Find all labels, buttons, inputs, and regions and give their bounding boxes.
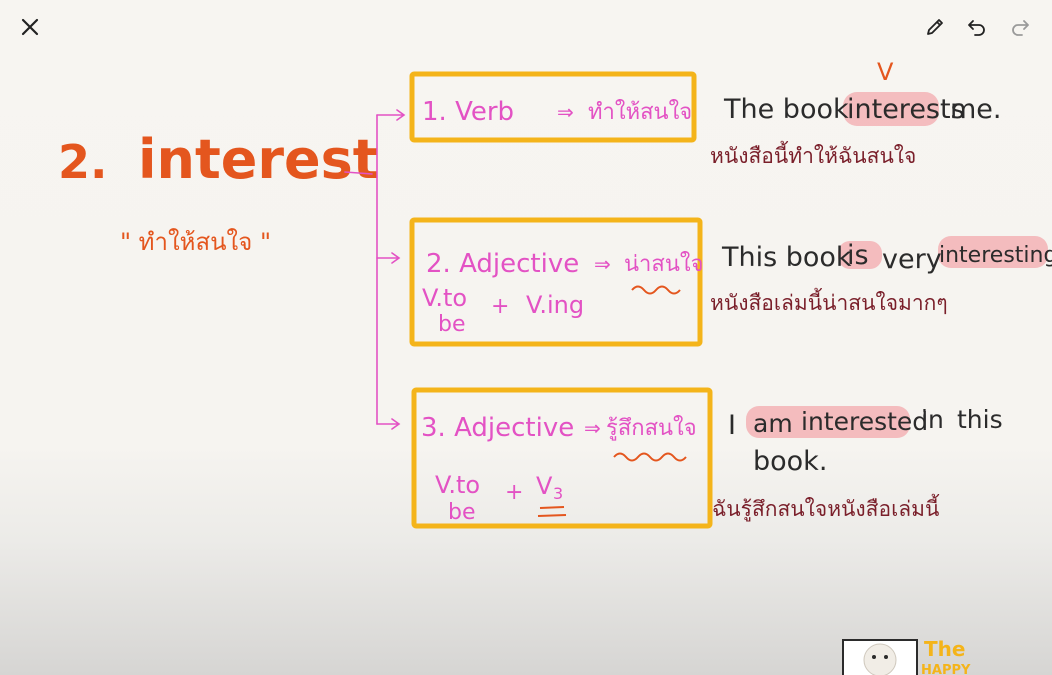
heading-number: 2.: [58, 135, 107, 189]
highlight-interesting: [938, 236, 1048, 268]
example3-part5: this: [957, 405, 1003, 434]
box3-formula-b-sub: 3: [553, 484, 563, 503]
highlight-am-interested: [746, 406, 910, 438]
heading-word: interest: [138, 128, 379, 191]
example3-part1: I: [728, 410, 736, 441]
example1-thai: หนังสือนี้ทำให้ฉันสนใจ: [710, 141, 916, 168]
example2-thai: หนังสือเล่มนี้น่าสนใจมากๆ: [710, 288, 948, 315]
box3-underline: [613, 452, 687, 462]
definition-box-2: [409, 217, 703, 347]
box2-label: 2. Adjective: [426, 249, 579, 279]
example3-thai: ฉันรู้สึกสนใจหนังสือเล่มนี้: [712, 494, 940, 522]
example3-part4: in: [921, 405, 944, 434]
example3-line2: book.: [753, 446, 827, 477]
box2-underline: [631, 285, 681, 295]
box2-thai: น่าสนใจ: [624, 251, 704, 277]
definition-box-1: [409, 71, 697, 143]
example1-part1: The book: [723, 94, 849, 125]
logo-line1: The: [924, 637, 965, 661]
example1-part2: interests: [847, 94, 965, 125]
highlight-interests: [843, 92, 939, 126]
bracket-connector: [344, 109, 406, 430]
box3-label: 3. Adjective: [421, 413, 574, 443]
example2-part4: interesting.: [939, 243, 1052, 268]
undo-icon: [968, 20, 985, 36]
example2-part1: This book: [721, 242, 852, 273]
box3-formula-a2: be: [448, 500, 476, 525]
undo-button[interactable]: [960, 10, 994, 44]
box3-arrow: ⇒: [584, 416, 601, 440]
pen-icon: [927, 19, 943, 35]
box2-formula-a2: be: [438, 312, 466, 337]
box3-double-underline: [537, 506, 567, 517]
logo-line2: HAPPY: [921, 663, 971, 675]
channel-logo: The HAPPY: [842, 637, 971, 675]
example3-part3: interested: [801, 407, 928, 436]
box3-plus: +: [505, 480, 523, 505]
box2-plus: +: [491, 294, 509, 319]
box2-formula-b: V.ing: [526, 291, 584, 319]
redo-button[interactable]: [1003, 10, 1037, 44]
pen-button[interactable]: [918, 10, 952, 44]
example2-part3: very: [882, 244, 942, 275]
box1-arrow: ⇒: [557, 100, 574, 124]
highlight-is: [838, 241, 882, 269]
close-button[interactable]: [13, 10, 47, 44]
box1-label: 1. Verb: [422, 97, 514, 127]
definition-box-3: [411, 387, 713, 529]
example1-part3: me.: [950, 94, 1002, 125]
box3-formula-b: V: [536, 472, 553, 500]
box3-thai: รู้สึกสนใจ: [606, 415, 697, 441]
example3-part2: am: [753, 409, 793, 438]
box2-formula-a: V.to: [422, 284, 467, 312]
box3-formula-a: V.to: [435, 471, 480, 499]
box2-arrow: ⇒: [594, 252, 611, 276]
example2-part2: is: [847, 240, 869, 271]
redo-icon: [1012, 20, 1029, 36]
verb-mark: V: [877, 58, 894, 86]
heading-meaning: " ทำให้สนใจ ": [120, 228, 271, 256]
box1-thai: ทำให้สนใจ: [588, 99, 692, 125]
close-icon: [21, 18, 39, 36]
